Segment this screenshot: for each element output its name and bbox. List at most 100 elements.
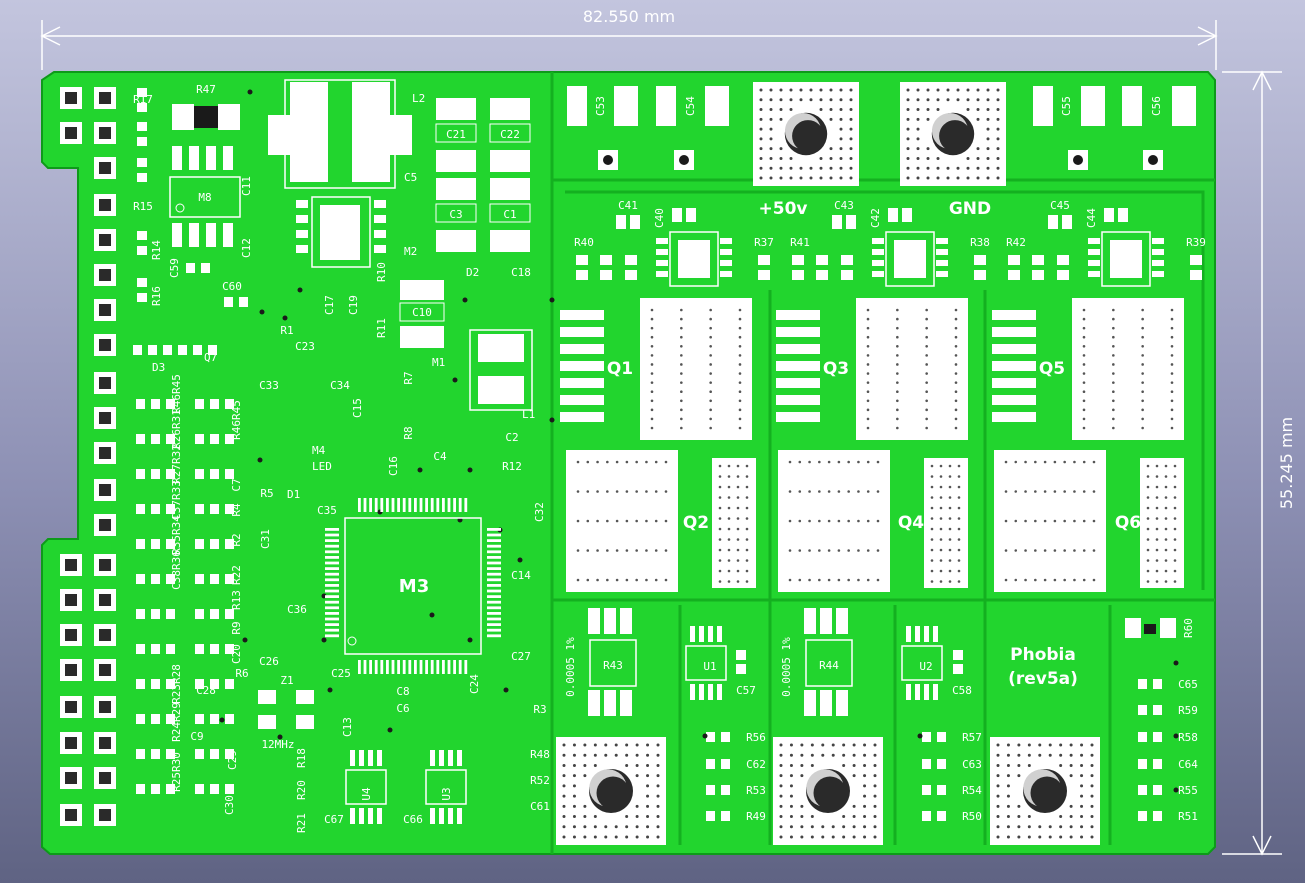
- header-pin: [60, 696, 82, 718]
- via: [452, 377, 458, 383]
- label-left-col-2: R27R32: [170, 444, 183, 484]
- header-pin: [94, 732, 116, 754]
- smd-part: [1138, 785, 1162, 795]
- label-c35: C35: [317, 504, 337, 517]
- label-c9: C9: [190, 730, 203, 743]
- header-pin: [94, 804, 116, 826]
- label-q2: Q2: [683, 513, 709, 533]
- smd-part: [210, 784, 234, 794]
- smd-part: [922, 785, 946, 795]
- project-name: Phobia: [1010, 645, 1076, 665]
- label-r44-value: 0.0005 1%: [780, 637, 793, 697]
- smd-part: [922, 811, 946, 821]
- label-r6: R6: [235, 667, 248, 680]
- label-r38: R38: [970, 236, 990, 249]
- label-plus-50v: +50v: [759, 199, 808, 219]
- smd-part: [133, 345, 157, 355]
- smd-part: [210, 399, 234, 409]
- label-r39: R39: [1186, 236, 1206, 249]
- top-capacitors: C53 C54 C55 C56: [567, 86, 1196, 170]
- width-dimension: 82.550 mm: [40, 7, 1218, 70]
- label-u1: U1: [703, 660, 716, 673]
- mosfet-bottom-pins: [924, 458, 968, 588]
- label-c15: C15: [351, 398, 364, 418]
- label-c19: C19: [347, 295, 360, 315]
- smd-part: [137, 278, 147, 302]
- label-left-col-5: C38R36: [170, 550, 183, 590]
- header-pin: [60, 659, 82, 681]
- smd-part: [706, 732, 730, 742]
- capacitor-c55: C55: [1033, 86, 1105, 126]
- regulator-m2: M2: [296, 196, 417, 268]
- header-pin: [94, 696, 116, 718]
- label-r49: R49: [746, 810, 766, 823]
- label-r15: R15: [133, 200, 153, 213]
- smd-part: [186, 263, 210, 273]
- header-pin: [94, 442, 116, 464]
- via: [387, 727, 393, 733]
- via: [247, 89, 253, 95]
- height-dimension-label: 55.245 mm: [1277, 417, 1296, 509]
- smd-part: [151, 609, 175, 619]
- power-copper-zones: [550, 72, 1215, 854]
- header-pin: [94, 479, 116, 501]
- label-c21: C21: [446, 128, 466, 141]
- label-r7: R7: [402, 371, 415, 384]
- label-led: LED: [312, 460, 332, 473]
- smd-part: [151, 714, 175, 724]
- via: [1173, 787, 1179, 793]
- label-c23: C23: [295, 340, 315, 353]
- mcu-m3: M3: [325, 498, 501, 674]
- header-pin: [94, 407, 116, 429]
- label-c40: C40: [653, 208, 666, 228]
- label-right-col-2: R4: [230, 503, 243, 517]
- label-c32: C32: [533, 502, 546, 522]
- label-c18: C18: [511, 266, 531, 279]
- label-r14: R14: [150, 240, 163, 260]
- label-u2: U2: [919, 660, 932, 673]
- label-c31: C31: [259, 529, 272, 549]
- header-pin: [60, 732, 82, 754]
- via: [467, 467, 473, 473]
- smd-part: [151, 434, 175, 444]
- label-c28: C28: [196, 684, 216, 697]
- label-c27: C27: [511, 650, 531, 663]
- label-c61: C61: [530, 800, 550, 813]
- smd-part: [151, 679, 175, 689]
- smd-part: [151, 469, 175, 479]
- label-r11: R11: [375, 318, 388, 338]
- mosfet-footprint: [778, 450, 890, 592]
- screw-terminal: [990, 737, 1100, 845]
- label-c42: C42: [869, 208, 882, 228]
- via: [277, 734, 283, 740]
- label-right-col-7: C20: [230, 644, 243, 664]
- header-pin: [60, 804, 82, 826]
- small-smd-parts: R56C62R53R49R57C63R54R50R60C65R59R58C64R…: [133, 88, 1198, 823]
- label-c24: C24: [468, 674, 481, 694]
- via: [242, 637, 248, 643]
- header-pin: [60, 624, 82, 646]
- label-r48: R48: [530, 748, 550, 761]
- label-c53: C53: [594, 96, 607, 116]
- label-c33: C33: [259, 379, 279, 392]
- smd-part: [151, 749, 175, 759]
- label-c36: C36: [287, 603, 307, 616]
- label-q7: Q7: [204, 351, 217, 364]
- header-pin: [94, 194, 116, 216]
- label-c58: C58: [952, 684, 972, 697]
- shunt-r43: R43 0.0005 1%: [564, 608, 637, 716]
- label-12mhz: 12MHz: [261, 738, 294, 751]
- via: [1173, 660, 1179, 666]
- label-m8: M8: [198, 191, 211, 204]
- label-c55: C55: [1060, 96, 1073, 116]
- label-c3: C3: [449, 208, 462, 221]
- current-sense-u1: U1: [685, 626, 727, 700]
- label-c67: C67: [324, 813, 344, 826]
- smd-part: [151, 644, 175, 654]
- via: [429, 612, 435, 618]
- current-sense-u2: U2: [901, 626, 943, 700]
- label-c63: C63: [962, 758, 982, 771]
